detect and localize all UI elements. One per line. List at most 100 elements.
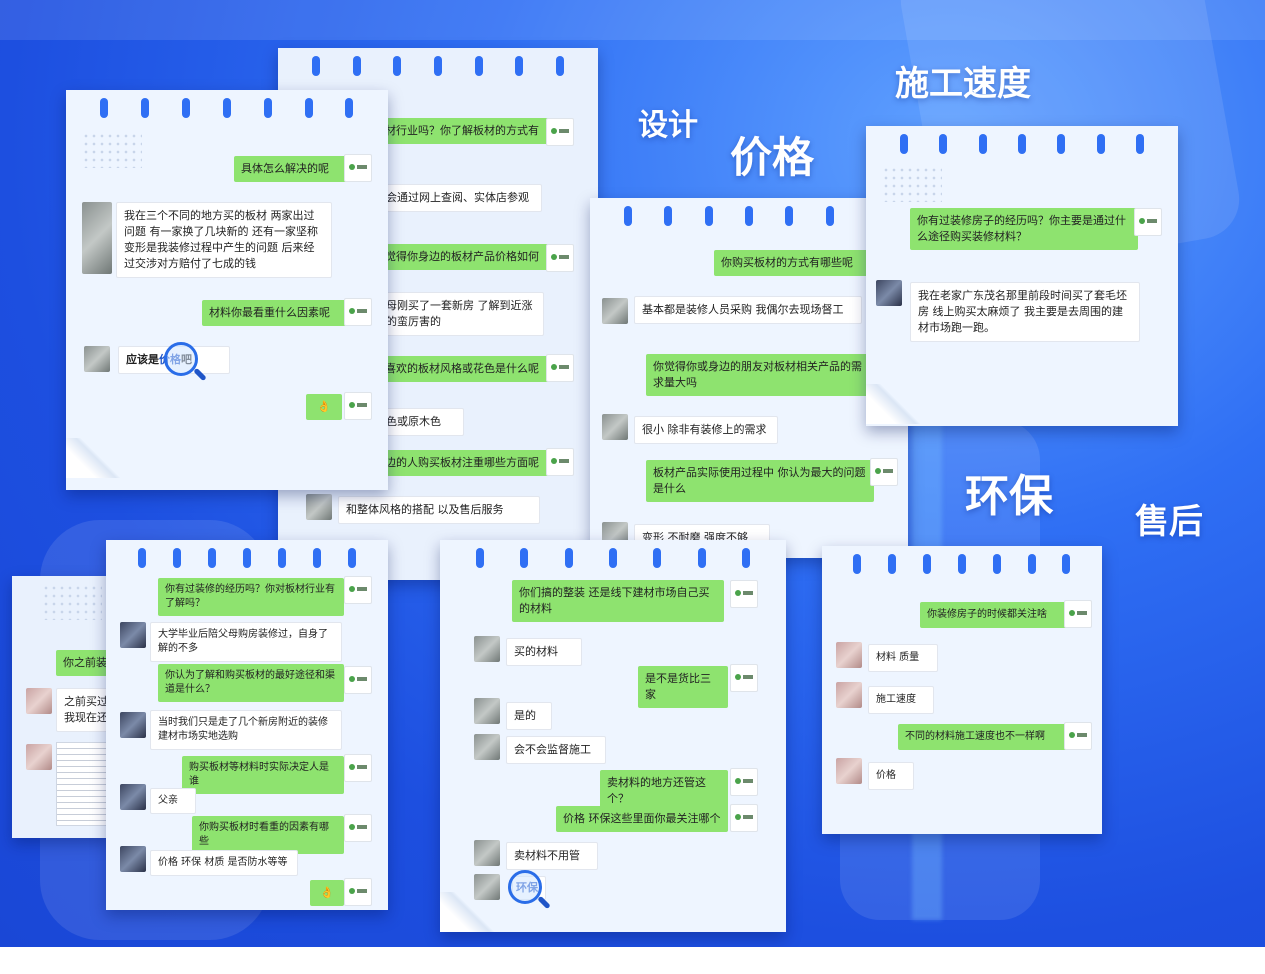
brand-logo-icon [870, 458, 898, 486]
chat-card-8: 你装修房子的时候都关注啥 材料 质量 施工速度 不同的材料施工速度也不一样啊 价… [822, 546, 1102, 834]
chat-bubble-received: 是的 [506, 702, 552, 730]
brand-logo-icon [344, 666, 372, 694]
user-avatar [84, 346, 110, 372]
chat-bubble-sent: 你之前装修 [56, 650, 112, 676]
chat-bubble-received: 我在三个不同的地方买的板材 两家出过问题 有一家换了几块新的 还有一家坚称变形是… [116, 202, 332, 278]
brand-logo-icon [546, 354, 574, 382]
binder-holes [66, 98, 388, 118]
binder-holes [822, 554, 1102, 574]
chat-card-4: 你有过装修房子的经历吗？你主要是通过什么途径购买装修材料？ 我在老家广东茂名那里… [866, 126, 1178, 426]
chat-card-1: 具体怎么解决的呢 我在三个不同的地方买的板材 两家出过问题 有一家换了几块新的 … [66, 90, 388, 490]
chat-bubble-sent: 价格 环保这些里面你最关注哪个 [556, 806, 728, 832]
binder-holes [440, 548, 786, 568]
chat-bubble-received: 会不会监督施工 [506, 736, 606, 764]
binder-holes [278, 56, 598, 76]
chat-bubble-received: 我在老家广东茂名那里前段时间买了套毛坯房 线上购买太麻烦了 我主要是去周围的建材… [910, 282, 1140, 342]
user-avatar [120, 784, 146, 810]
answer-prefix: 应该是 [126, 353, 159, 366]
brand-logo-icon [1134, 208, 1162, 236]
message-line: 我现在还有 [64, 711, 112, 724]
brand-logo-icon [1064, 722, 1092, 750]
chat-bubble-sent: 不同的材料施工速度也不一样啊 [898, 724, 1070, 750]
chat-bubble-sent: 材料你最看重什么因素呢 [202, 300, 346, 326]
chat-bubble-sent: 你购买板材的方式有哪些呢 [714, 250, 878, 276]
chat-bubble-sent: 👌 [310, 880, 344, 906]
chat-bubble-received: 母刚买了一套新房 了解到近涨的蛮厉害的 [378, 292, 544, 336]
chat-bubble-sent: 👌 [306, 394, 342, 420]
user-avatar [836, 758, 862, 784]
keyword-design: 设计 [638, 108, 698, 143]
chat-bubble-sent: 喜欢的板材风格或花色是什么呢 [378, 356, 550, 382]
brand-logo-icon [730, 804, 758, 832]
user-avatar [602, 298, 628, 324]
brand-logo-icon [344, 754, 372, 782]
chat-card-5: 你之前装修 之前买过一 我现在还有 [12, 576, 112, 838]
decor-dots [42, 584, 102, 620]
page-curl [866, 384, 926, 424]
chat-bubble-sent: 是不是货比三家 [638, 666, 728, 708]
chat-bubble-received: 当时我们只是走了几个新房附近的装修建材市场实地选购 [150, 710, 342, 750]
chat-bubble-sent: 你们搞的整装 还是线下建材市场自己买的材料 [512, 580, 724, 622]
magnifier-icon [164, 342, 198, 376]
user-avatar [836, 642, 862, 668]
user-avatar [120, 712, 146, 738]
user-avatar [82, 202, 112, 274]
chat-bubble-sent: 你装修房子的时候都关注啥 [920, 602, 1070, 628]
chat-bubble-received: 很小 除非有装修上的需求 [634, 416, 778, 444]
user-avatar [26, 744, 52, 770]
chat-bubble-received: 价格 [868, 762, 914, 790]
collage-background: 设计 价格 施工速度 环保 售后 材行业吗？你了解板材的方式有 会通过网上查阅、… [0, 0, 1265, 947]
chat-bubble-sent: 你有过装修房子的经历吗？你主要是通过什么途径购买装修材料？ [910, 208, 1138, 250]
decor-dots [882, 166, 942, 202]
magnifier-icon [508, 870, 542, 904]
user-avatar [26, 688, 52, 714]
user-avatar [120, 622, 146, 648]
bg-band [0, 0, 1265, 40]
chat-bubble-sent: 材行业吗？你了解板材的方式有 [378, 118, 550, 144]
chat-bubble-sent: 卖材料的地方还管这个？ [600, 770, 728, 812]
user-avatar [602, 414, 628, 440]
chat-card-3: 你购买板材的方式有哪些呢 基本都是装修人员采购 我偶尔去现场督工 你觉得你或身边… [590, 198, 908, 558]
user-avatar [836, 682, 862, 708]
chat-bubble-sent: 你有过装修的经历吗？你对板材行业有了解吗？ [158, 578, 344, 616]
chat-bubble-sent: 具体怎么解决的呢 [234, 156, 348, 182]
keyword-construction-speed: 施工速度 [895, 64, 1031, 104]
user-avatar [120, 846, 146, 872]
chat-bubble-received: 色或原木色 [378, 408, 464, 436]
brand-logo-icon [344, 298, 372, 326]
decor-dots [82, 132, 142, 168]
chat-bubble-received: 基本都是装修人员采购 我偶尔去现场督工 [634, 296, 862, 324]
chat-bubble-received: 施工速度 [868, 686, 934, 714]
brand-logo-icon [546, 118, 574, 146]
chat-bubble-sent: 你购买板材时看重的因素有哪些 [192, 816, 344, 854]
chat-bubble-sent: 觉得你身边的板材产品价格如何 [378, 244, 550, 270]
user-avatar [876, 280, 902, 306]
chat-bubble-received: 和整体风格的搭配 以及售后服务 [338, 496, 540, 524]
keyword-eco: 环保 [965, 471, 1053, 522]
user-avatar [474, 734, 500, 760]
chat-bubble-sent: 你认为了解和购买板材的最好途径和渠道是什么？ [158, 664, 344, 702]
binder-holes [866, 134, 1178, 154]
chat-card-7: 你们搞的整装 还是线下建材市场自己买的材料 买的材料 是不是货比三家 是的 会不… [440, 540, 786, 932]
user-avatar [306, 494, 332, 520]
page-curl [66, 438, 126, 478]
brand-logo-icon [730, 664, 758, 692]
chat-bubble-received: 卖材料不用管 [506, 842, 598, 870]
chat-bubble-sent: 边的人购买板材注重哪些方面呢 [378, 450, 550, 476]
brand-logo-icon [344, 154, 372, 182]
chat-bubble-sent: 你觉得你或身边的朋友对板材相关产品的需求量大吗 [646, 354, 878, 396]
chat-bubble-received: 之前买过一 我现在还有 [56, 688, 112, 732]
user-avatar [474, 636, 500, 662]
binder-holes [590, 206, 908, 226]
brand-logo-icon [1064, 600, 1092, 628]
chat-bubble-received: 父亲 [150, 788, 196, 814]
chat-bubble-received: 材料 质量 [868, 644, 938, 672]
user-avatar [474, 840, 500, 866]
chat-bubble-sent: 购买板材等材料时实际决定人是谁 [182, 756, 344, 794]
brand-logo-icon [344, 814, 372, 842]
chat-bubble-received: 买的材料 [506, 638, 582, 666]
keyword-after-sales: 售后 [1135, 502, 1203, 542]
chat-bubble-received: 大学毕业后陪父母购房装修过，自身了解的不多 [150, 622, 342, 662]
chat-bubble-sent: 板材产品实际使用过程中 你认为最大的问题是什么 [646, 460, 874, 502]
brand-logo-icon [344, 576, 372, 604]
